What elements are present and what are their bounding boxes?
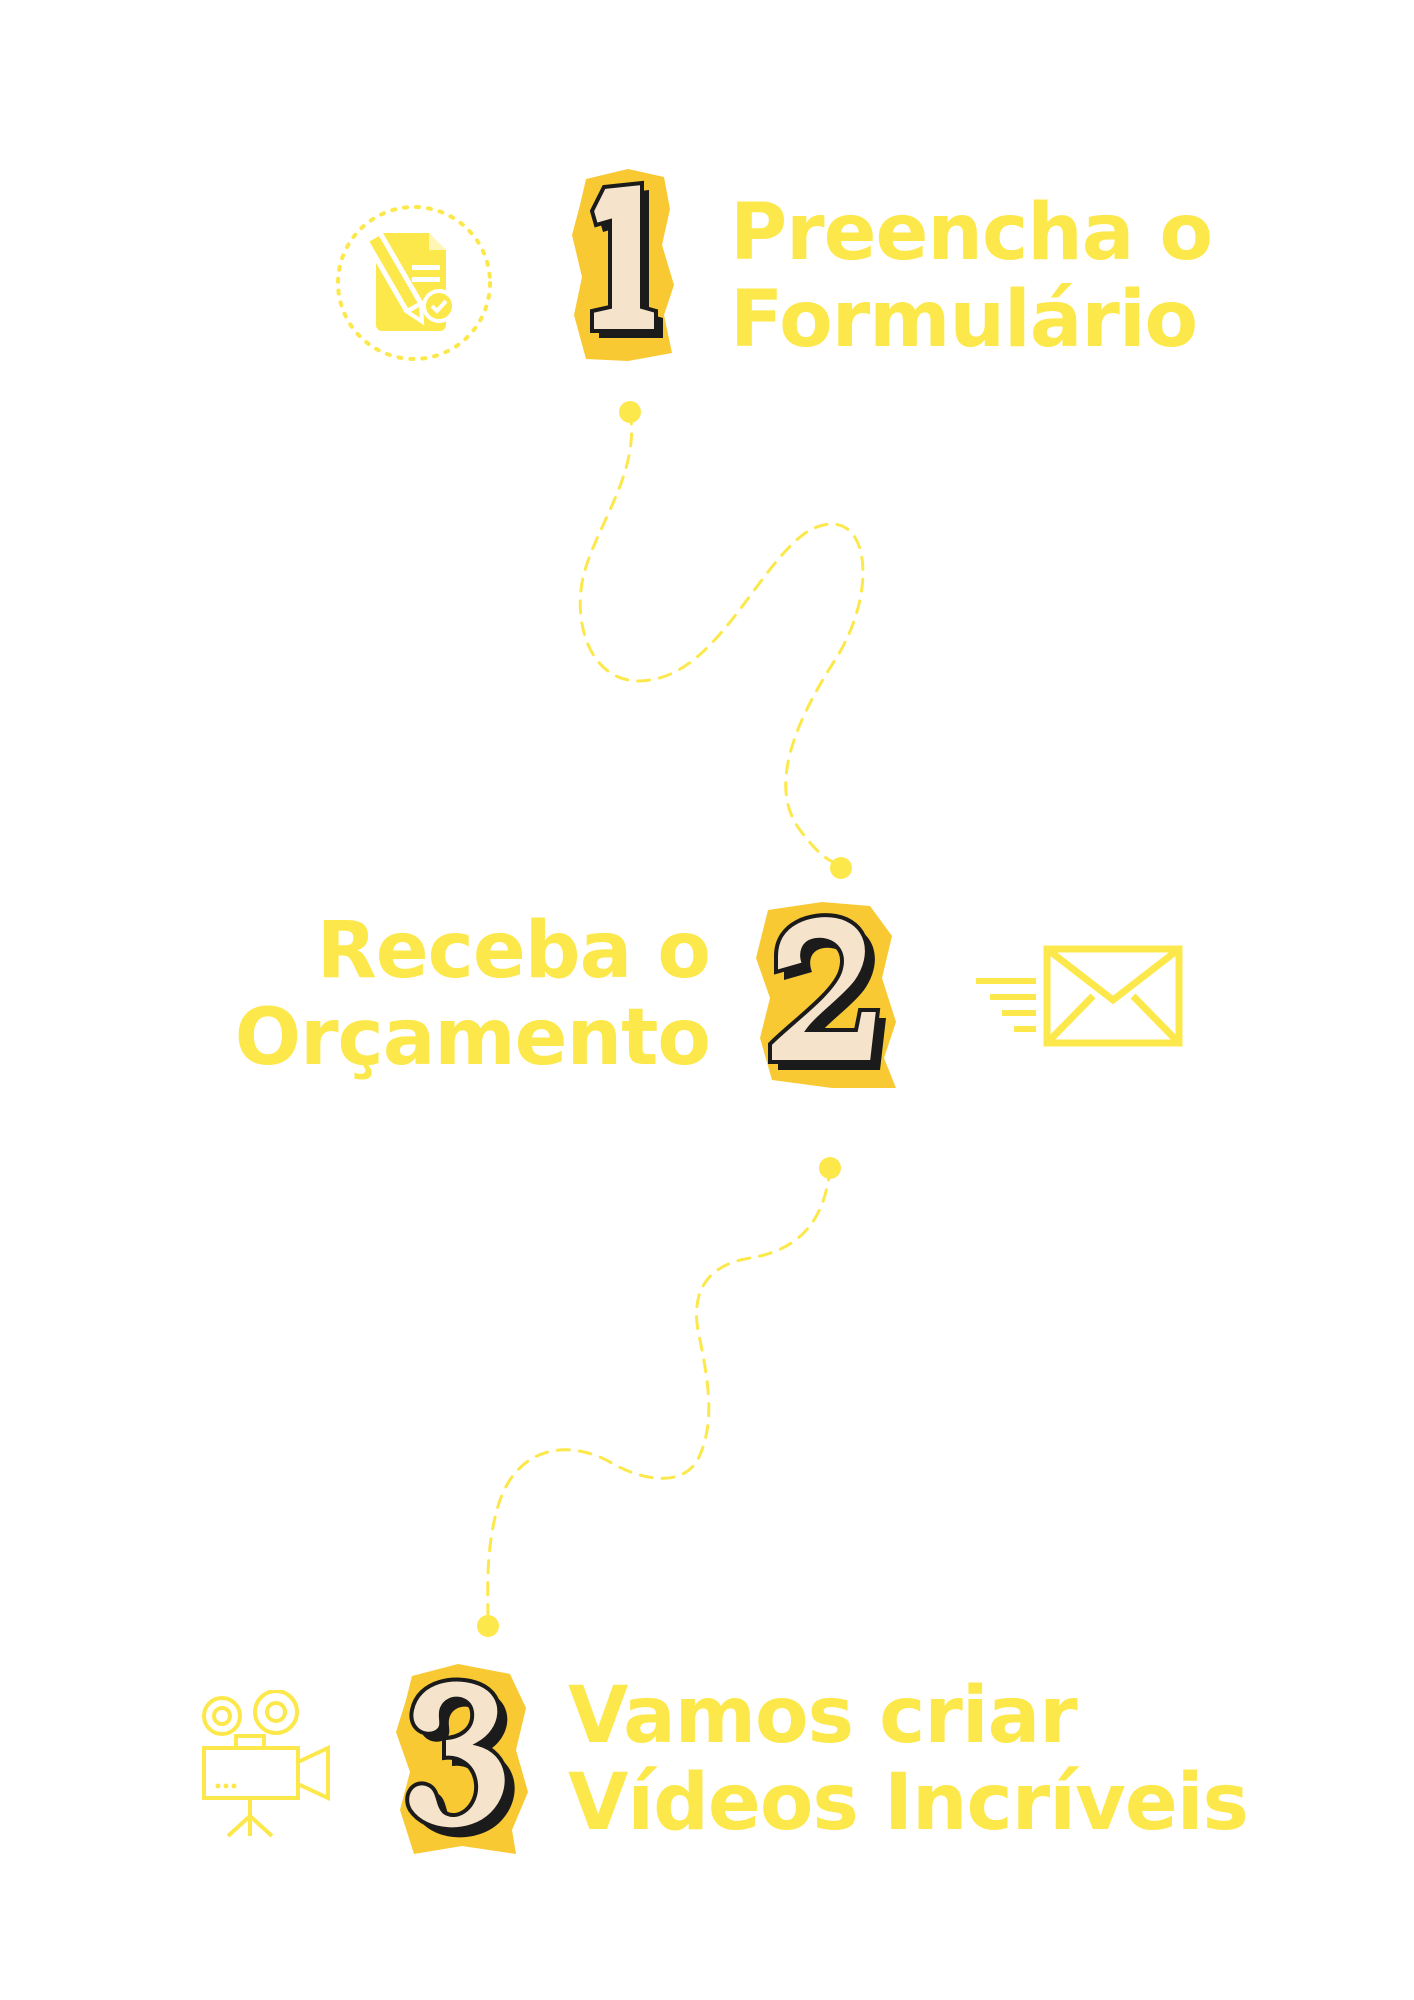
form-checklist-icon [336, 205, 492, 361]
number-badge-1: 1 [572, 169, 674, 361]
step-3-line2: Vídeos Incríveis [568, 1758, 1249, 1849]
connector-1-2 [578, 410, 865, 867]
connector-dot [819, 1157, 841, 1179]
connector-dot [619, 401, 641, 423]
step-1-line2: Formulário [730, 275, 1198, 366]
step-2-label: Receba o Orçamento [120, 906, 711, 1084]
envelope-send-icon [976, 945, 1183, 1047]
step-2-line1: Receba o [316, 906, 711, 996]
connector-2-3 [486, 1166, 832, 1627]
step-2-line2: Orçamento [234, 993, 711, 1084]
step-1-label: Preencha o Formulário [730, 188, 1213, 366]
step-1-line1: Preencha o [730, 188, 1213, 278]
connector-dot [830, 857, 852, 879]
film-camera-icon [202, 1690, 330, 1838]
step-3-line1: Vamos criar [568, 1671, 1078, 1761]
number-badge-2: 2 [756, 902, 896, 1088]
step-3-label: Vamos criar Vídeos Incríveis [568, 1671, 1249, 1849]
number-badge-3: 3 [396, 1664, 528, 1854]
connector-dot [477, 1615, 499, 1637]
